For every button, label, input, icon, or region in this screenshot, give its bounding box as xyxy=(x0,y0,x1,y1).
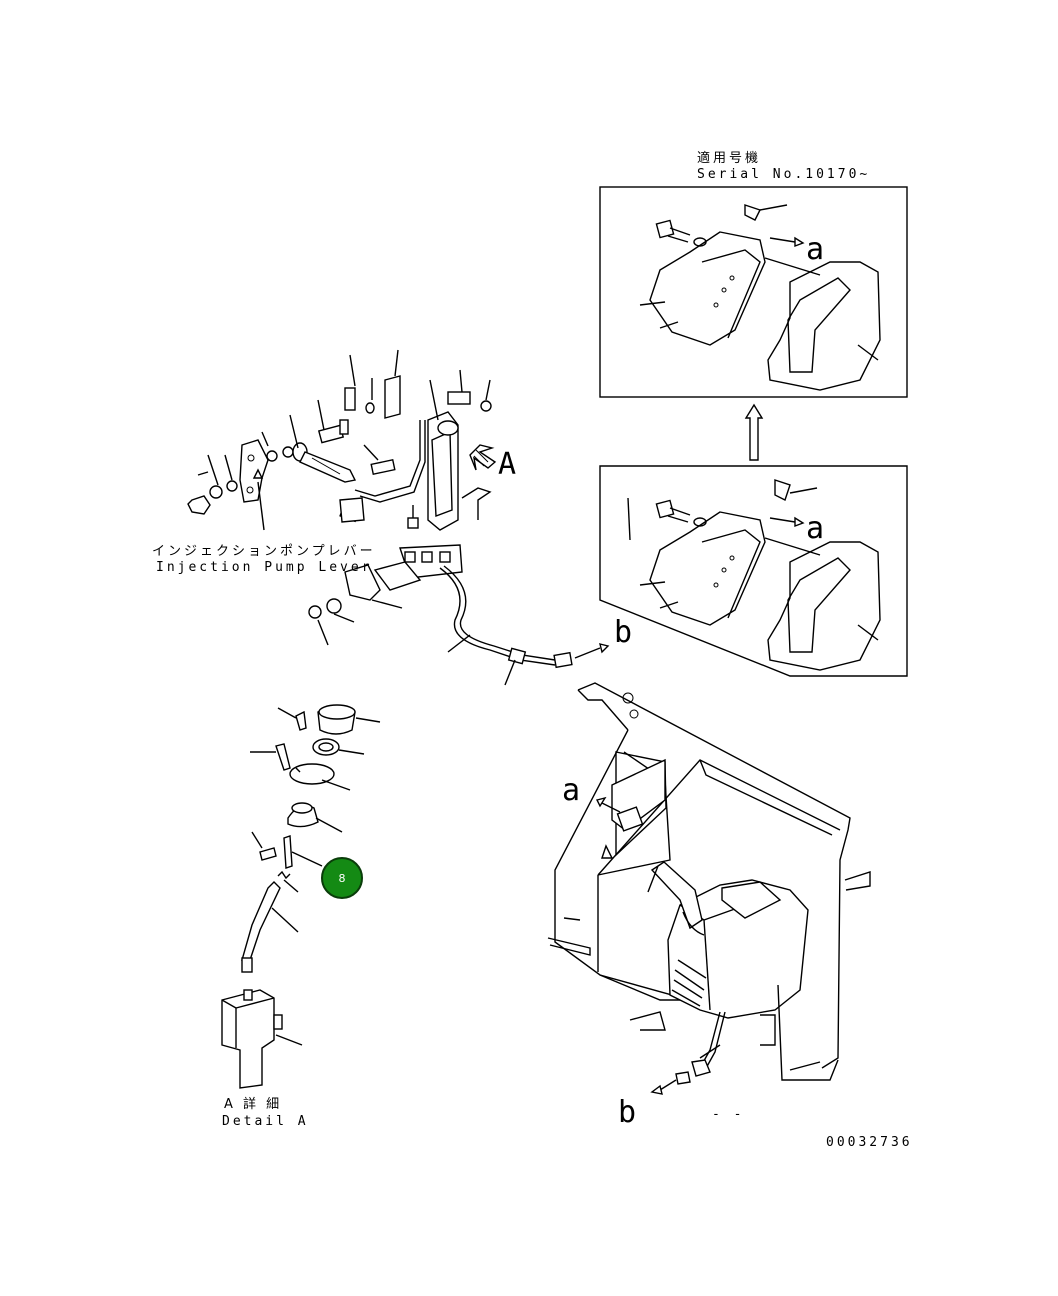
drawing-number: 00032736 xyxy=(826,1135,913,1150)
inset-box-lower xyxy=(599,465,908,677)
label-a-console: a xyxy=(562,773,581,808)
serial-label-jp: 適用号機 xyxy=(697,151,762,166)
label-b-cable: b xyxy=(614,615,633,650)
label-view-a: A xyxy=(498,447,517,482)
part-callout-number: 8 xyxy=(338,871,346,885)
upgrade-arrow xyxy=(744,403,764,461)
part-callout-badge[interactable]: 8 xyxy=(321,857,363,899)
label-a-mid: a xyxy=(806,511,825,546)
console-frame xyxy=(547,682,871,1095)
label-dash: - - xyxy=(712,1107,745,1122)
serial-label-en: Serial No.10170~ xyxy=(697,167,871,182)
linkage-assembly xyxy=(187,349,610,686)
detail-a-en: Detail A xyxy=(222,1114,309,1129)
detail-a-jp: A 詳 細 xyxy=(224,1097,283,1112)
injection-lever-jp: インジェクションポンプレバー xyxy=(152,544,376,559)
detail-a-parts xyxy=(221,704,381,1089)
label-a-top: a xyxy=(806,232,825,267)
injection-lever-en: Injection Pump Lever xyxy=(156,560,373,575)
label-b-bottom: b xyxy=(618,1095,637,1130)
inset-box-upper xyxy=(599,186,908,398)
